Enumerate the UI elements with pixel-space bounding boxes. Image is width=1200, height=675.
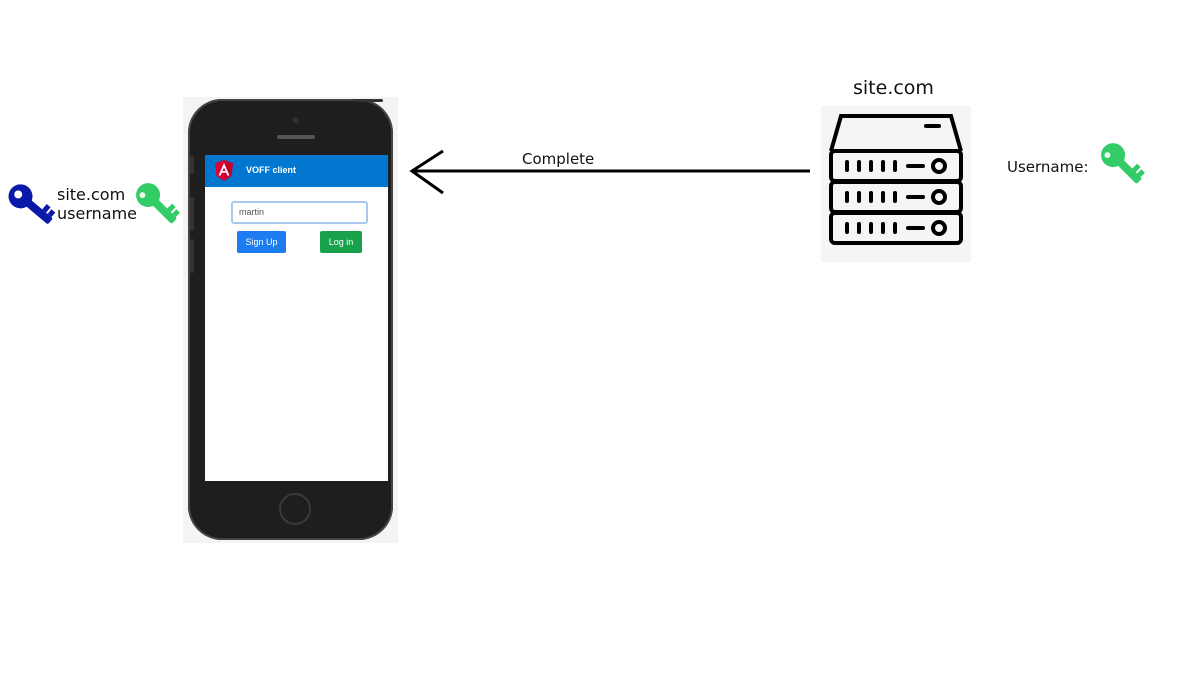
blue-key-icon bbox=[8, 184, 56, 224]
app-header-bar: VOFF client bbox=[205, 155, 388, 187]
phone-speaker bbox=[277, 135, 315, 139]
server-title: site.com bbox=[853, 77, 934, 99]
arrow-label: Complete bbox=[522, 150, 595, 168]
phone-top-button bbox=[353, 99, 383, 102]
username-input[interactable]: martin bbox=[231, 201, 368, 224]
left-key-username-label: username bbox=[57, 204, 137, 223]
phone-mockup: VOFF client martin Sign Up Log in bbox=[183, 97, 398, 543]
response-arrow bbox=[409, 149, 810, 195]
left-key-domain-label: site.com bbox=[57, 185, 126, 204]
green-key-icon bbox=[136, 183, 180, 224]
sign-up-button[interactable]: Sign Up bbox=[237, 231, 286, 253]
app-title: VOFF client bbox=[246, 165, 297, 175]
server-panel bbox=[821, 106, 971, 262]
phone-side-button bbox=[190, 239, 194, 273]
log-in-button[interactable]: Log in bbox=[320, 231, 362, 253]
green-key-icon bbox=[1101, 143, 1145, 184]
phone-home-button bbox=[279, 493, 311, 525]
phone-side-button bbox=[190, 197, 194, 231]
phone-screen: VOFF client martin Sign Up Log in bbox=[205, 155, 388, 481]
server-rack-icon bbox=[829, 114, 963, 245]
angular-logo-icon bbox=[215, 160, 233, 181]
phone-body: VOFF client martin Sign Up Log in bbox=[188, 99, 393, 540]
phone-camera bbox=[291, 116, 300, 125]
phone-side-button bbox=[190, 156, 194, 174]
server-username-label: Username: bbox=[1007, 158, 1089, 176]
